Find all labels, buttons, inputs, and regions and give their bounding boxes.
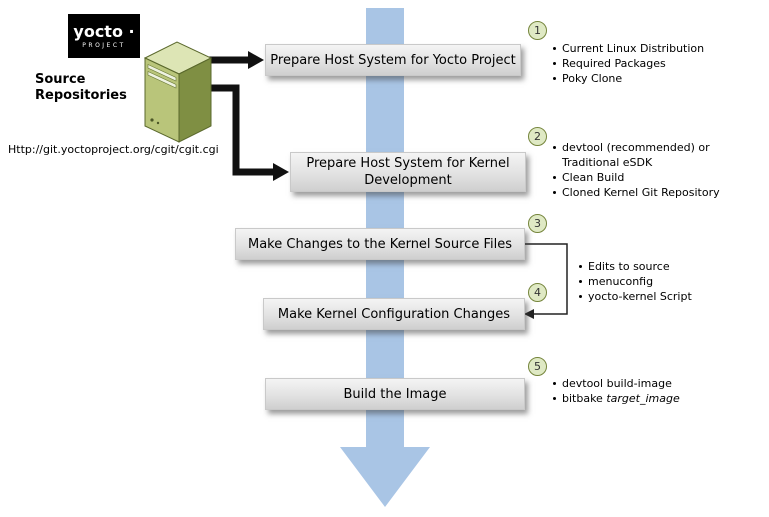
step-box-5-label: Build the Image bbox=[343, 386, 447, 402]
step-1-bullet-list: Current Linux Distribution Required Pack… bbox=[552, 41, 737, 86]
bullet-item: yocto-kernel Script bbox=[578, 289, 743, 304]
step-box-4: Make Kernel Configuration Changes bbox=[263, 298, 525, 330]
bracket-steps-3-4-icon bbox=[524, 243, 568, 319]
step-box-3: Make Changes to the Kernel Source Files bbox=[235, 228, 525, 260]
step-5-bullet-list: devtool build-image bitbake target_image bbox=[552, 376, 737, 406]
bullet-item: bitbake target_image bbox=[552, 391, 737, 406]
arrow-server-to-step2-icon bbox=[208, 84, 289, 181]
repository-url: Http://git.yoctoproject.org/cgit/cgit.cg… bbox=[8, 143, 219, 156]
step-badge-1: 1 bbox=[528, 21, 547, 40]
step-box-2: Prepare Host System for Kernel Developme… bbox=[290, 152, 526, 192]
server-icon bbox=[143, 41, 213, 143]
yocto-logo-subtitle: PROJECT bbox=[82, 42, 126, 49]
bullet-text-italic: target_image bbox=[606, 392, 680, 405]
bullet-item: Required Packages bbox=[552, 56, 737, 71]
bullet-item: menuconfig bbox=[578, 274, 743, 289]
bullet-item: devtool build-image bbox=[552, 376, 737, 391]
bullet-item: Poky Clone bbox=[552, 71, 737, 86]
step-badge-4: 4 bbox=[528, 283, 547, 302]
step-2-bullet-list: devtool (recommended) or Traditional eSD… bbox=[552, 140, 722, 200]
step-badge-2: 2 bbox=[528, 127, 547, 146]
bullet-item: Cloned Kernel Git Repository bbox=[552, 185, 722, 200]
bullet-item: Edits to source bbox=[578, 259, 743, 274]
yocto-logo-text: yocto · bbox=[73, 22, 135, 41]
step-box-1: Prepare Host System for Yocto Project bbox=[265, 44, 521, 76]
step-badge-5: 5 bbox=[528, 357, 547, 376]
bullet-item: Current Linux Distribution bbox=[552, 41, 737, 56]
bullet-text-prefix: bitbake bbox=[562, 392, 607, 405]
step-box-4-label: Make Kernel Configuration Changes bbox=[277, 306, 511, 322]
source-repositories-label: Source Repositories bbox=[35, 72, 127, 103]
step-box-1-label: Prepare Host System for Yocto Project bbox=[270, 52, 516, 68]
bullet-item: devtool (recommended) or Traditional eSD… bbox=[552, 140, 722, 170]
yocto-logo: yocto · PROJECT bbox=[68, 14, 140, 58]
step-badge-3: 3 bbox=[528, 214, 547, 233]
steps-3-4-bullet-list: Edits to source menuconfig yocto-kernel … bbox=[578, 259, 743, 304]
step-box-3-label: Make Changes to the Kernel Source Files bbox=[248, 236, 512, 252]
bullet-item: Clean Build bbox=[552, 170, 722, 185]
step-box-2-label: Prepare Host System for Kernel Developme… bbox=[306, 156, 510, 188]
step-box-5: Build the Image bbox=[265, 378, 525, 410]
